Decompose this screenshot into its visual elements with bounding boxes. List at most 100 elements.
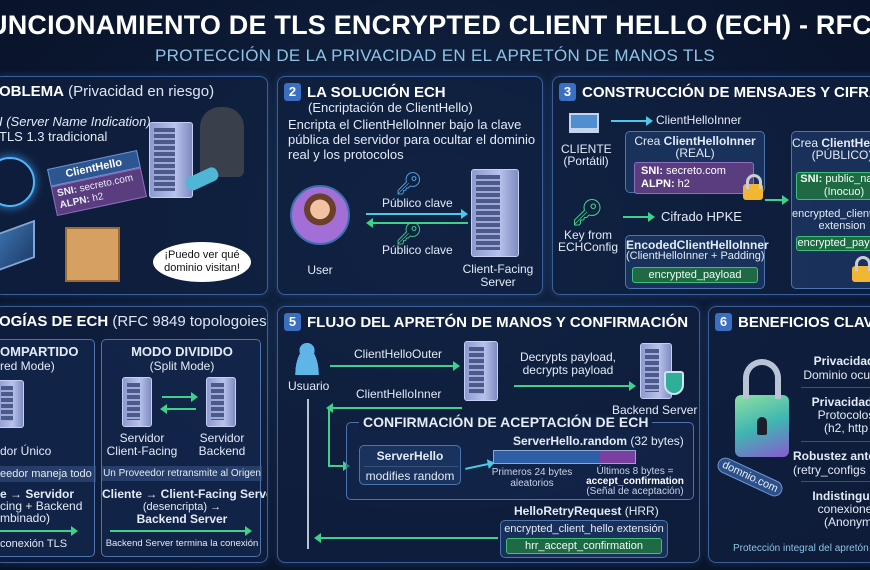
laptop-icon bbox=[569, 113, 599, 133]
tls-line: TLS 1.3 tradicional bbox=[0, 129, 108, 144]
ech-extension-label: encrypted_client_hello extension bbox=[792, 208, 870, 232]
arrow-hrr bbox=[314, 533, 498, 543]
user-label: Usuario bbox=[288, 379, 330, 393]
serverhello-box: ServerHello modifies random bbox=[359, 445, 461, 485]
split-mode-box: MODO DIVIDIDO (Split Mode) Servidor Clie… bbox=[101, 339, 267, 557]
random-title: ServerHello.random (32 bytes) bbox=[513, 434, 684, 448]
step-number: 2 bbox=[284, 83, 301, 101]
step-number: 5 bbox=[284, 313, 301, 331]
arrow-to-outer bbox=[765, 195, 789, 205]
encoded-box: EncodedClientHelloInner (ClientHelloInne… bbox=[625, 235, 769, 289]
client-facing-server-icon bbox=[122, 377, 152, 427]
flow-arrow bbox=[0, 526, 78, 536]
green-key-icon: 🔑︎ bbox=[395, 221, 423, 246]
laptop-icon bbox=[0, 219, 35, 273]
split-server2-label: Servidor Backend bbox=[198, 431, 246, 458]
backend-label: Backend Server bbox=[612, 403, 698, 417]
server-label: Client-Facing Server bbox=[462, 262, 534, 289]
speech-bubble: ¡Puedo ver qué dominio visitan! bbox=[153, 242, 251, 282]
step-number: 6 bbox=[715, 313, 732, 331]
panel-title: BENEFICIOS CLAVE bbox=[738, 314, 870, 331]
outer-box: Crea ClientHelloOuter(PÚBLICO) SNI: publ… bbox=[791, 131, 870, 289]
public-key-label-1: Público clave bbox=[382, 196, 453, 210]
panel-handshake-flow: 5 FLUJO DEL APRETÓN DE MANOS Y CONFIRMACI… bbox=[277, 306, 700, 563]
step-number: 3 bbox=[559, 83, 576, 101]
panel-title: FLUJO DEL APRETÓN DE MANOS Y CONFIRMACIÓ… bbox=[307, 314, 689, 331]
box-icon bbox=[65, 227, 120, 282]
key-from-echconfig-label: Key from ECHConfig bbox=[557, 228, 619, 254]
solution-description: Encripta el ClientHelloInner bajo la cla… bbox=[288, 117, 536, 162]
user-avatar-icon bbox=[290, 185, 350, 245]
benefit-2-desc: Protocolos(h2, http bbox=[817, 408, 870, 435]
padlock-icon bbox=[735, 359, 789, 457]
flow-arrow bbox=[110, 526, 252, 536]
spy-icon bbox=[200, 107, 244, 177]
first-bytes-label: Primeros 24 bytes aleatorios bbox=[491, 467, 573, 489]
arrow-to-serverhello bbox=[328, 461, 350, 471]
outer-label: ClientHelloOuter bbox=[354, 347, 443, 361]
user-icon bbox=[292, 341, 322, 375]
lock-icon bbox=[852, 256, 870, 282]
split-server1-label: Servidor Client-Facing bbox=[106, 431, 178, 458]
arrow-right bbox=[162, 392, 198, 402]
benefit-3-desc: (retry_configs bbox=[793, 463, 866, 477]
benefit-4-title: Indistinguibi bbox=[812, 489, 870, 503]
encrypted-payload: encrypted_payload bbox=[632, 267, 758, 283]
shield-icon bbox=[664, 371, 684, 395]
benefit-2-title: Privacidad bbox=[811, 395, 870, 409]
random-bytes-bar bbox=[493, 450, 636, 464]
backend-server-icon bbox=[206, 377, 236, 427]
panel-title: OBLEMA (Privacidad en riesgo) bbox=[0, 83, 215, 100]
globe-icon bbox=[0, 157, 35, 207]
client-label: CLIENTE(Portátil) bbox=[561, 142, 612, 168]
single-server-icon bbox=[0, 380, 24, 428]
benefit-1-title: Privacidad bbox=[813, 354, 870, 368]
last-bytes-label: Últimos 8 bytes =accept_confirmation(Señ… bbox=[586, 466, 684, 497]
inner-box: Crea ClientHelloInner(REAL) SNI: secreto… bbox=[625, 131, 765, 194]
hrr-title: HelloRetryRequest (HRR) bbox=[514, 504, 659, 518]
inner-label: ClientHelloInner bbox=[356, 387, 442, 401]
arrow-outer bbox=[330, 361, 460, 371]
arrow-to-server bbox=[366, 209, 468, 219]
timeline-line bbox=[307, 399, 309, 549]
hrr-box: encrypted_client_hello extensión hrr_acc… bbox=[500, 520, 668, 558]
benefits-footer: Protección integral del apretón bbox=[733, 543, 869, 554]
arrow-left bbox=[160, 404, 196, 414]
benefit-1-desc: Dominio oculto bbox=[803, 368, 870, 382]
arrow-inner bbox=[326, 403, 462, 413]
arrow-inner bbox=[611, 116, 653, 126]
page-title: UNCIONAMIENTO DE TLS ENCRYPTED CLIENT HE… bbox=[0, 10, 870, 40]
blue-key-icon: 🔑︎ bbox=[395, 171, 423, 196]
first-bytes-segment bbox=[494, 451, 600, 463]
shared-mode-box: OMPARTIDO red Mode) dor Único eedor mane… bbox=[0, 339, 96, 557]
panel-construction: 3 CONSTRUCCIÓN DE MENSAJES Y CIFRADO CLIE… bbox=[552, 76, 870, 295]
benefit-3-title: Robustez ante bbox=[793, 449, 870, 463]
sni-line: I (Server Name Indication) bbox=[0, 114, 151, 129]
panel-solution: 2 LA SOLUCIÓN ECH (Encriptación de Client… bbox=[277, 76, 543, 295]
panel-title: CONSTRUCCIÓN DE MENSAJES Y CIFRADO bbox=[582, 84, 870, 101]
hpke-label: Cifrado HPKE bbox=[661, 209, 742, 224]
arrow-to-user bbox=[366, 218, 468, 228]
panel-subtitle: (Encriptación de ClientHello) bbox=[308, 100, 473, 115]
panel-title: LA SOLUCIÓN ECH bbox=[307, 84, 446, 101]
open-lock-icon bbox=[743, 174, 763, 200]
arrow-connector bbox=[328, 407, 330, 467]
panel-problem: OBLEMA (Privacidad en riesgo) I (Server … bbox=[0, 76, 268, 295]
user-label: User bbox=[307, 263, 333, 277]
decrypts-label: Decrypts payload, decrypts payload bbox=[519, 350, 617, 377]
confirmation-title: CONFIRMACIÓN DE ACEPTACIÓN DE ECH bbox=[359, 414, 653, 430]
public-key-label-2: Público clave bbox=[382, 243, 453, 257]
clienthelloinner-label: ClientHelloInner bbox=[656, 113, 742, 127]
client-facing-server-icon bbox=[464, 341, 498, 401]
arrow-key bbox=[623, 212, 655, 222]
domain-tag: domnio.com bbox=[714, 454, 786, 500]
confirmation-box: CONFIRMACIÓN DE ACEPTACIÓN DE ECH Server… bbox=[346, 414, 694, 500]
key-icon: 🔑︎ bbox=[571, 197, 605, 227]
server-icon bbox=[149, 122, 193, 198]
last-bytes-segment bbox=[599, 451, 635, 463]
client-facing-server-icon bbox=[471, 169, 519, 257]
panel-topologies: OGÍAS DE ECH (RFC 9849 topologoies) OMPA… bbox=[0, 306, 268, 563]
